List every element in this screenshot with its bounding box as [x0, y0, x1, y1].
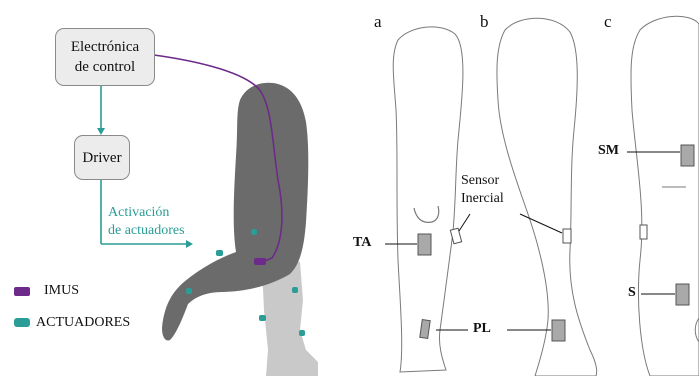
actuator-1: [251, 229, 257, 235]
actuator-3: [186, 288, 192, 294]
inertial-sensor-label: Sensor Inercial: [461, 172, 504, 208]
panel-c-edge-curve: [695, 318, 699, 342]
legend-imu-swatch: [14, 287, 30, 296]
panel-c-inertial-sensor: [640, 225, 647, 239]
actuator-6: [299, 330, 305, 336]
imu-sensor: [254, 258, 266, 265]
sensor-label-line2: Inercial: [461, 190, 504, 208]
muscle-s-label: S: [628, 285, 636, 301]
panel-b-leg-outline: [497, 18, 597, 376]
control-electronics-box: Electrónica de control: [55, 28, 155, 86]
panel-b-inertial-sensor: [563, 229, 571, 243]
actuator-5: [259, 315, 266, 321]
legend-actuator-swatch: [14, 318, 30, 327]
actuator-2: [216, 250, 223, 256]
muscle-ta-label: TA: [353, 235, 371, 251]
activation-label: Activación de actuadores: [108, 204, 185, 240]
panel-c-letter: c: [604, 12, 612, 32]
sensor-leader-b: [520, 214, 562, 233]
control-to-driver-arrow: [97, 128, 105, 135]
activation-line1: Activación: [108, 204, 185, 222]
panel-a-letter: a: [374, 12, 382, 32]
activation-arrowhead: [186, 240, 193, 248]
panel-c-leg-outline: [631, 16, 699, 376]
sm-electrode: [681, 145, 694, 166]
legend-imus-label: IMUS: [44, 283, 79, 299]
driver-box: Driver: [74, 135, 130, 180]
pl-electrode: [552, 320, 565, 341]
panel-a-lower-sensor: [420, 320, 430, 339]
s-electrode: [676, 284, 689, 305]
control-box-line1: Electrónica: [71, 37, 139, 57]
legend-actuators-label: ACTUADORES: [36, 315, 130, 331]
sensor-leader-a: [459, 214, 470, 231]
panel-a-knee: [414, 206, 439, 222]
driver-label: Driver: [82, 148, 121, 168]
muscle-sm-label: SM: [598, 143, 619, 159]
control-box-line2: de control: [71, 57, 139, 77]
ta-electrode: [418, 234, 431, 255]
actuator-4: [292, 287, 298, 293]
activation-line2: de actuadores: [108, 222, 185, 240]
panel-b-letter: b: [480, 12, 489, 32]
muscle-pl-label: PL: [473, 321, 491, 337]
sensor-label-line1: Sensor: [461, 172, 504, 190]
